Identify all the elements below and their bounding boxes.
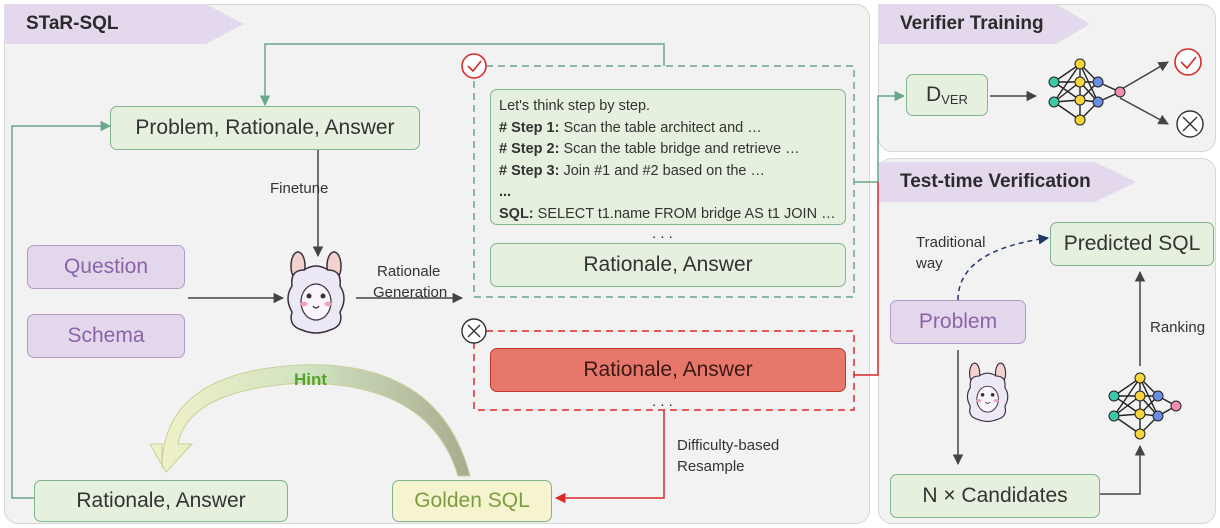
- bottom-rationale-answer-box: Rationale, Answer: [34, 480, 288, 522]
- star-sql-title: STaR-SQL: [4, 4, 244, 44]
- dver-label: D: [926, 83, 942, 106]
- traditional-way-label-line2: way: [916, 255, 943, 272]
- schema-box: Schema: [27, 314, 185, 358]
- check-circle-icon: [461, 53, 487, 79]
- hint-label: Hint: [294, 370, 328, 389]
- test-time-verification-title: Test-time Verification: [878, 162, 1136, 202]
- step-line: Let's think step by step.: [499, 98, 651, 114]
- step-line: # Step 2: Scan the table bridge and retr…: [499, 141, 800, 157]
- finetune-label: Finetune: [270, 180, 329, 197]
- ellipsis-top: . . .: [652, 225, 673, 242]
- neural-network-icon: [1108, 372, 1182, 440]
- wrong-rationale-answer-box: Rationale, Answer: [490, 348, 846, 392]
- llama-icon: [966, 362, 1009, 423]
- dver-subscript: VER: [941, 91, 968, 107]
- rationale-generation-label-line2: Generation: [373, 284, 448, 301]
- traditional-way-label-line1: Traditional: [916, 234, 986, 251]
- n-candidates-box: N × Candidates: [890, 474, 1100, 518]
- cross-circle-icon: [1176, 110, 1204, 138]
- ranking-label: Ranking: [1150, 319, 1206, 336]
- step-line: ...: [499, 184, 512, 200]
- golden-sql-box: Golden SQL: [392, 480, 552, 522]
- neural-network-icon: [1048, 58, 1126, 126]
- check-circle-icon: [1174, 48, 1202, 76]
- problem-rationale-answer-box: Problem, Rationale, Answer: [110, 106, 420, 150]
- step-line: # Step 3: Join #1 and #2 based on the …: [499, 162, 766, 179]
- hint-arc-arrow: [149, 364, 471, 477]
- verifier-training-title: Verifier Training: [878, 4, 1090, 44]
- step-line: # Step 1: Scan the table architect and …: [499, 119, 762, 136]
- correct-rationale-answer-box: Rationale, Answer: [490, 243, 846, 287]
- rationale-generation-label-line1: Rationale: [377, 263, 441, 280]
- predicted-sql-box: Predicted SQL: [1050, 222, 1214, 266]
- rationale-steps-box: Let's think step by step. # Step 1: Scan…: [490, 89, 846, 225]
- cross-circle-icon: [461, 318, 487, 344]
- difficulty-resample-label-line2: Resample: [677, 458, 745, 475]
- problem-box: Problem: [890, 300, 1026, 344]
- step-line: SQL: SELECT t1.name FROM bridge AS t1 JO…: [499, 205, 836, 222]
- ellipsis-bottom: . . .: [652, 393, 673, 410]
- llama-icon: [287, 251, 345, 334]
- difficulty-resample-label-line1: Difficulty-based: [677, 437, 780, 454]
- question-box: Question: [27, 245, 185, 289]
